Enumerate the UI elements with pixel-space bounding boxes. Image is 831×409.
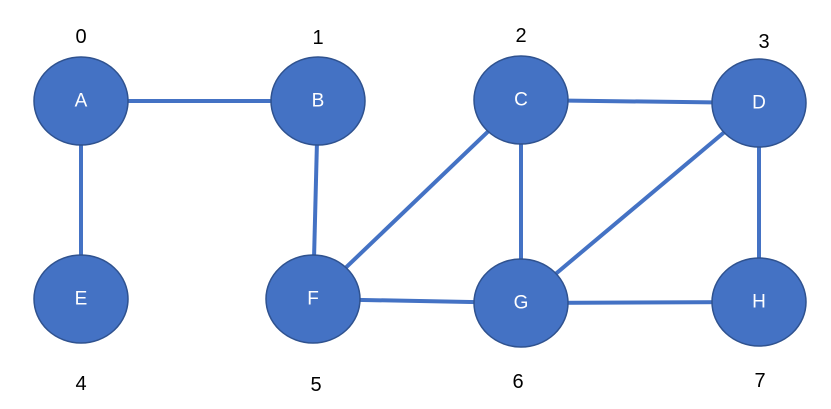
node-c-index: 2	[515, 25, 526, 47]
node-g: G	[473, 258, 569, 348]
node-f-index: 5	[310, 374, 321, 396]
node-b-index: 1	[312, 27, 323, 49]
node-b-label: B	[312, 91, 325, 112]
node-e-label: E	[75, 289, 88, 310]
node-a-index: 0	[75, 26, 86, 48]
node-f-circle	[265, 254, 361, 344]
node-h-circle	[711, 257, 807, 347]
node-h-label: H	[752, 292, 766, 313]
edges-layer	[79, 98, 761, 305]
node-a: A	[33, 56, 129, 146]
node-e: E	[33, 254, 129, 344]
node-g-label: G	[514, 293, 529, 314]
node-f: F	[265, 254, 361, 344]
edge-c-f	[311, 98, 523, 301]
node-g-circle	[473, 258, 569, 348]
node-d-label: D	[752, 93, 766, 114]
node-b: B	[270, 56, 366, 146]
node-c-label: C	[514, 90, 528, 111]
index-labels-layer: 0 1 2 3 4 5 6 7	[75, 25, 769, 396]
node-e-circle	[33, 254, 129, 344]
edge-d-g	[519, 101, 761, 305]
node-f-label: F	[307, 289, 319, 310]
node-c: C	[473, 55, 569, 145]
node-h-index: 7	[754, 370, 765, 392]
node-e-index: 4	[75, 373, 86, 395]
node-d: D	[711, 58, 807, 148]
node-d-circle	[711, 58, 807, 148]
nodes-layer: A B C D E F G H	[33, 55, 807, 348]
node-g-index: 6	[512, 371, 523, 393]
node-b-circle	[270, 56, 366, 146]
node-a-label: A	[75, 91, 88, 112]
node-h: H	[711, 257, 807, 347]
node-d-index: 3	[758, 31, 769, 53]
node-a-circle	[33, 56, 129, 146]
node-c-circle	[473, 55, 569, 145]
